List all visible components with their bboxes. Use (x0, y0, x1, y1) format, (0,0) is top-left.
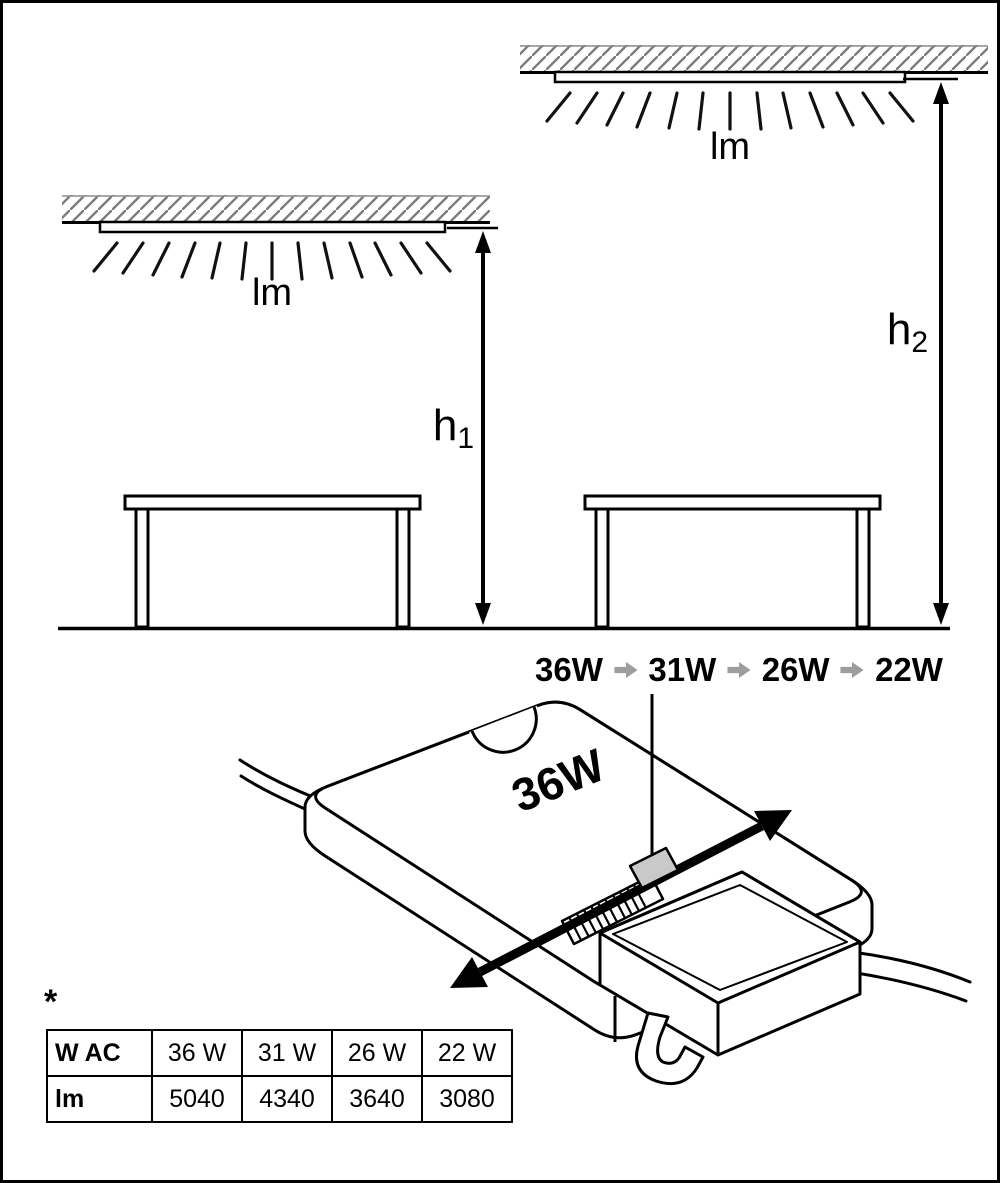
arrowhead-upper-icon (754, 810, 792, 841)
ceiling-hatch-right (520, 45, 988, 72)
table-cell: 26 W (331, 1029, 423, 1077)
footnote-asterisk: * (44, 983, 58, 1021)
dimension-h2 (903, 77, 958, 625)
ray-line (210, 241, 222, 280)
arrow-down-icon (475, 603, 491, 625)
ray-line (888, 91, 915, 123)
tabletop (583, 494, 882, 511)
ceiling-left (62, 195, 490, 234)
table-cell: 3080 (421, 1075, 513, 1123)
ray-line (781, 91, 793, 130)
arrow-shaft (477, 822, 765, 976)
ray-line (697, 91, 705, 131)
table-leg (134, 507, 150, 629)
ray-line (835, 91, 855, 127)
driver-device (238, 700, 972, 1086)
slide-direction-arrow (450, 810, 792, 988)
ray-line (861, 91, 885, 125)
ray-line (808, 91, 825, 129)
cable-line (850, 950, 972, 984)
ray-line (575, 91, 599, 125)
ceiling-right (520, 45, 988, 84)
power-step-2: 31W (648, 650, 717, 688)
ray-line (92, 241, 119, 273)
ray-line (296, 241, 304, 281)
arrow-right-icon (614, 662, 638, 678)
table-row-wattage: W AC 36 W 31 W 26 W 22 W (46, 1029, 513, 1077)
ceiling-hatch-left (62, 195, 490, 222)
light-rays-left (92, 241, 452, 281)
cable-line (238, 758, 322, 802)
ray-line (373, 241, 393, 277)
ray-line (399, 241, 423, 275)
ray-line (425, 241, 452, 273)
row-header-lumen: lm (46, 1075, 153, 1123)
table-cell: 31 W (241, 1029, 333, 1077)
terminal-compartment (598, 870, 862, 1086)
spec-table: W AC 36 W 31 W 26 W 22 W lm 5040 4340 36… (46, 1029, 513, 1123)
ray-line (545, 91, 572, 123)
ray-line (180, 241, 197, 279)
height-subscript: 2 (911, 326, 928, 359)
table-cell: 4340 (241, 1075, 333, 1123)
row-header-wattage: W AC (46, 1029, 153, 1077)
ray-line (755, 91, 763, 131)
table-cell: 36 W (151, 1029, 243, 1077)
height-label-h2: h2 (850, 308, 928, 358)
height-letter: h (886, 305, 912, 354)
table-row-lumen: lm 5040 4340 3640 3080 (46, 1075, 513, 1123)
light-rays-right (545, 91, 915, 131)
arrow-up-icon (933, 82, 949, 104)
arrowhead-lower-icon (450, 957, 488, 988)
power-step-4: 22W (875, 650, 943, 688)
terminal-top-face (598, 870, 862, 1005)
height-letter: h (432, 401, 458, 450)
dimension-h1 (447, 226, 498, 625)
slider-knob (628, 846, 680, 890)
table-leg (395, 507, 411, 629)
table-leg (855, 507, 871, 629)
ray-line (322, 241, 334, 280)
strain-relief-hook (635, 1011, 705, 1086)
cable-right (848, 950, 972, 1003)
ray-line (240, 241, 248, 281)
tabletop (123, 494, 422, 511)
arrow-down-icon (933, 603, 949, 625)
cable-line (848, 970, 968, 1003)
height-label-h1: h1 (396, 404, 474, 454)
luminaire-left (98, 220, 447, 234)
ray-line (635, 91, 652, 129)
table-furniture-right (583, 494, 882, 629)
table-cell: 22 W (421, 1029, 513, 1077)
ray-line (605, 91, 625, 127)
ray-line (348, 241, 364, 279)
table-furniture-left (123, 494, 422, 629)
power-sequence: 36W 31W 26W 22W (535, 649, 943, 689)
arrow-up-icon (475, 231, 491, 253)
arrow-right-icon (727, 662, 751, 678)
ray-line (667, 91, 679, 130)
lumen-label-right: lm (709, 126, 751, 168)
terminal-cover-outline (612, 884, 848, 991)
height-subscript: 1 (457, 422, 474, 455)
ray-line (121, 241, 145, 275)
table-cell: 3640 (331, 1075, 423, 1123)
power-step-3: 26W (761, 650, 830, 688)
arrow-right-icon (840, 662, 864, 678)
power-step-1: 36W (535, 650, 603, 688)
lumen-label-left: lm (251, 272, 293, 314)
device-notch (470, 706, 538, 754)
table-leg (594, 507, 610, 629)
table-cell: 5040 (151, 1075, 243, 1123)
ray-line (151, 241, 171, 277)
luminaire-right (553, 70, 907, 84)
